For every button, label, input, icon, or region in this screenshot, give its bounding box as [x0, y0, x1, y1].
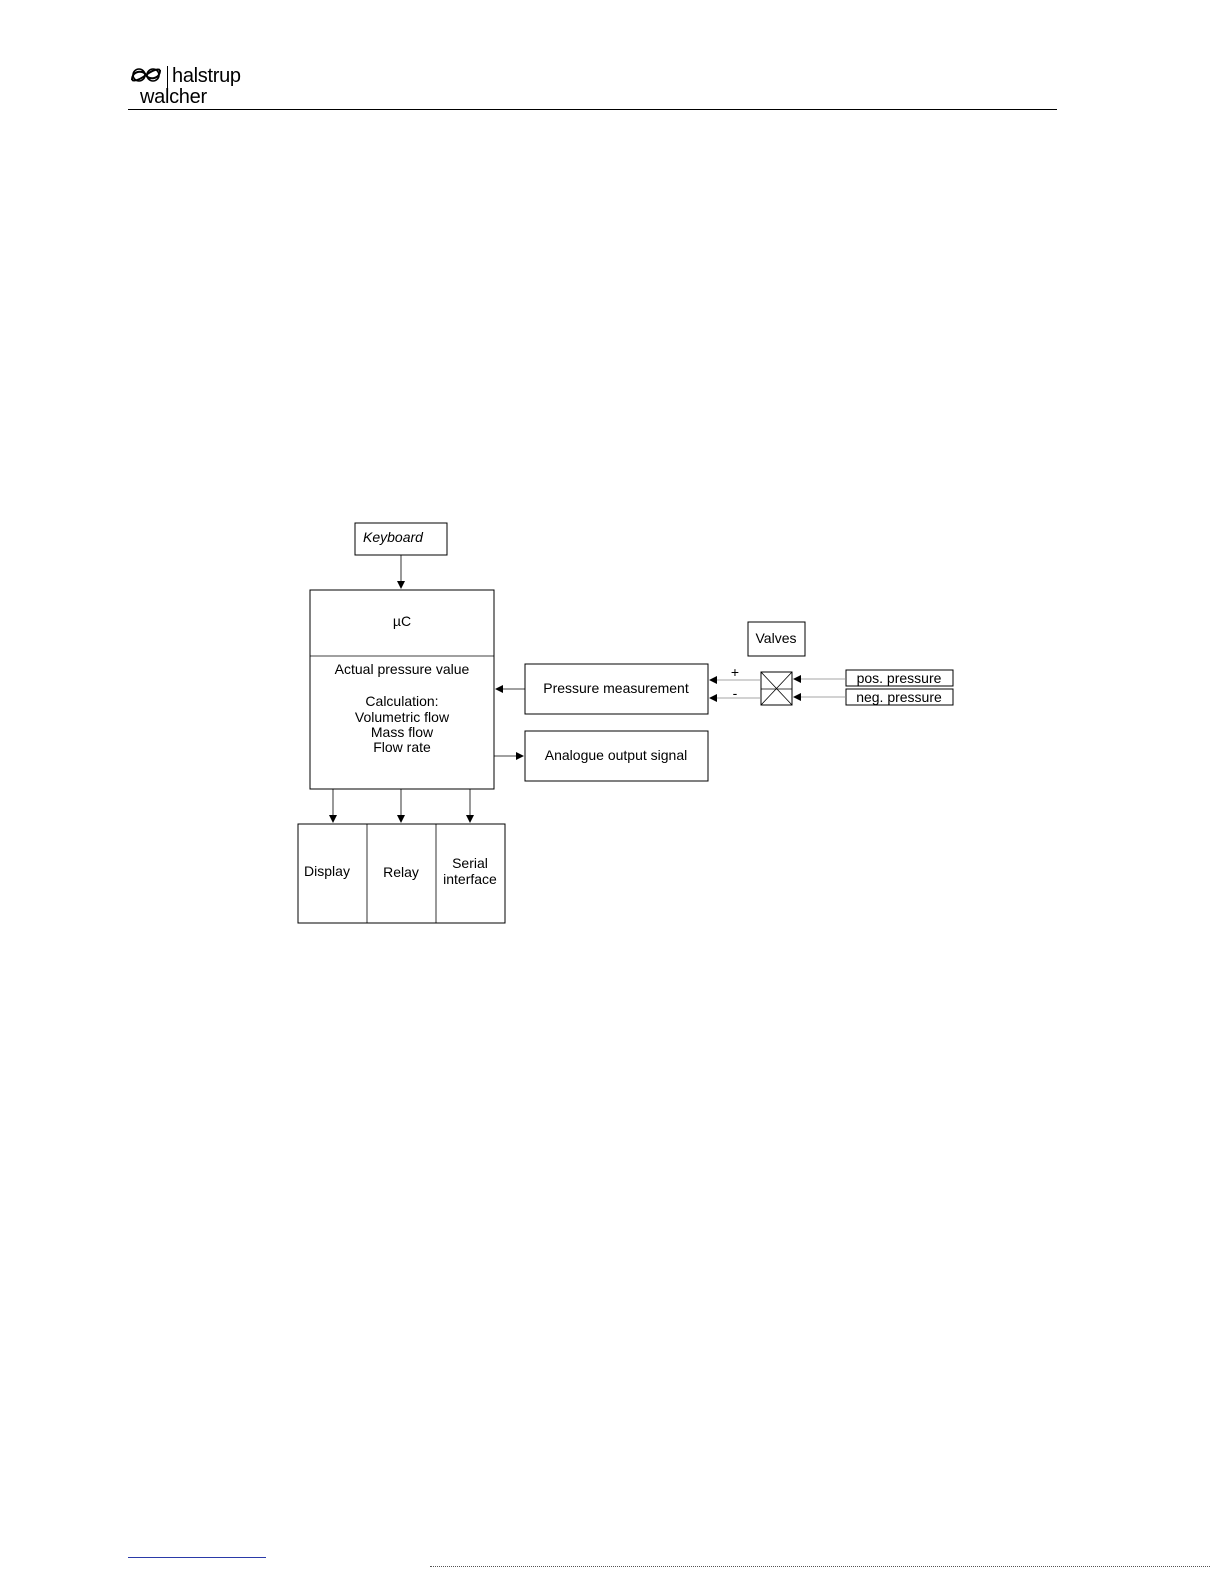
uc-line-actual-pressure: Actual pressure value	[335, 661, 470, 677]
uc-line-calculation: Calculation:	[365, 693, 438, 709]
uc-line-flow-rate: Flow rate	[373, 739, 431, 755]
relay-label: Relay	[383, 864, 419, 880]
uc-line-volumetric-flow: Volumetric flow	[355, 709, 450, 725]
uc-line-mass-flow: Mass flow	[371, 724, 434, 740]
pressure-measurement-label: Pressure measurement	[543, 680, 689, 696]
footer-rule	[430, 1566, 1210, 1567]
keyboard-label: Keyboard	[363, 529, 424, 545]
display-label: Display	[304, 863, 350, 879]
serial-interface-label-line2: interface	[443, 871, 497, 887]
microcontroller-title: µC	[393, 613, 411, 629]
analogue-output-label: Analogue output signal	[545, 747, 687, 763]
plus-sign: +	[731, 664, 739, 680]
valves-label: Valves	[756, 630, 797, 646]
serial-interface-label-line1: Serial	[452, 855, 488, 871]
pos-pressure-label: pos. pressure	[857, 670, 942, 686]
footer-link-underline	[128, 1557, 266, 1558]
minus-sign: -	[733, 685, 738, 701]
neg-pressure-label: neg. pressure	[856, 689, 942, 705]
